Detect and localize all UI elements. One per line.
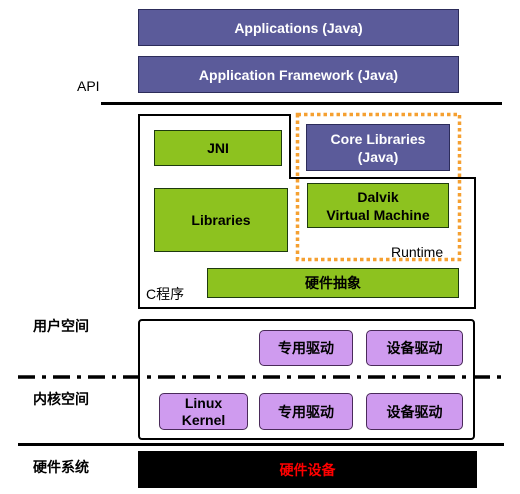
dalvik-label-line2: Virtual Machine	[326, 206, 430, 223]
jni-label: JNI	[207, 140, 229, 156]
linux-kernel-label-line2: Kernel	[181, 411, 226, 428]
libraries-label: Libraries	[191, 212, 251, 228]
user-space-label: 用户空间	[33, 318, 89, 334]
api-separator-line	[101, 102, 502, 105]
application-framework-label: Application Framework (Java)	[198, 66, 399, 83]
hardware-device-label: 硬件设备	[279, 461, 336, 478]
native-frame-outline	[138, 114, 476, 309]
api-label: API	[77, 78, 100, 94]
hardware-separator-line	[18, 443, 504, 446]
core-libraries-label-line1: Core Libraries	[330, 130, 426, 147]
hardware-device-box: 硬件设备	[138, 451, 477, 488]
core-libraries-box: Core Libraries (Java)	[306, 124, 450, 171]
user-dedicated-driver-label: 专用驱动	[278, 340, 334, 356]
linux-kernel-box: Linux Kernel	[159, 393, 248, 430]
kernel-dedicated-driver-box: 专用驱动	[259, 393, 353, 430]
core-libraries-label-line2: (Java)	[357, 148, 399, 165]
user-dedicated-driver-box: 专用驱动	[259, 330, 353, 366]
c-program-label: C程序	[146, 286, 185, 302]
hardware-abstraction-label: 硬件抽象	[305, 275, 361, 291]
user-device-driver-box: 设备驱动	[366, 330, 463, 366]
kernel-device-driver-box: 设备驱动	[366, 393, 463, 430]
kernel-dedicated-driver-label: 专用驱动	[278, 403, 334, 420]
linux-kernel-label-line1: Linux	[184, 394, 223, 411]
applications-box: Applications (Java)	[138, 9, 459, 46]
applications-label: Applications (Java)	[234, 19, 363, 36]
runtime-dotted-outline	[295, 112, 462, 262]
user-kernel-separator	[18, 375, 502, 379]
hardware-system-label: 硬件系统	[33, 459, 89, 475]
jni-box: JNI	[154, 130, 282, 166]
dalvik-vm-box: Dalvik Virtual Machine	[307, 183, 449, 228]
user-device-driver-label: 设备驱动	[386, 340, 443, 356]
driver-frame	[138, 319, 475, 440]
dalvik-label-line1: Dalvik	[357, 188, 399, 205]
libraries-box: Libraries	[154, 188, 288, 252]
application-framework-box: Application Framework (Java)	[138, 56, 459, 93]
kernel-device-driver-label: 设备驱动	[386, 403, 443, 420]
kernel-space-label: 内核空间	[33, 391, 89, 407]
runtime-label: Runtime	[391, 244, 444, 260]
hardware-abstraction-box: 硬件抽象	[207, 268, 459, 298]
